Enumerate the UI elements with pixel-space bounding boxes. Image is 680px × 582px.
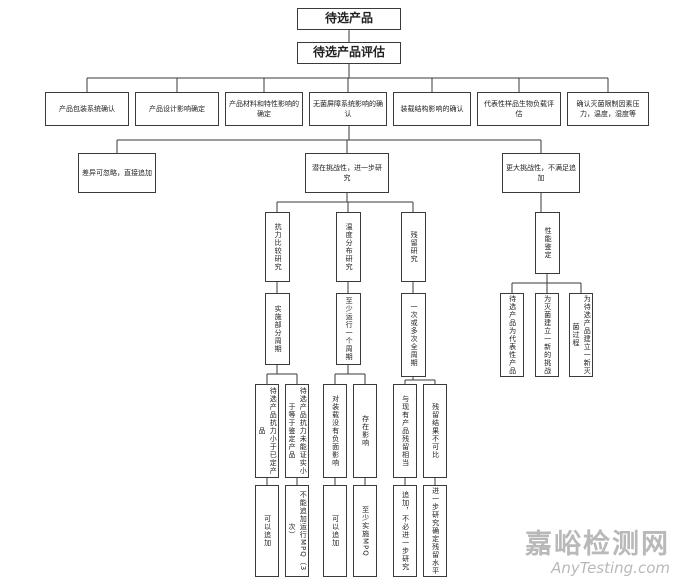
node-sterile-barrier: 无菌屏障系统影响的确认	[309, 92, 387, 126]
node-material-impact: 产品材料和特性影响的确定	[225, 92, 303, 126]
node-residue-equivalent: 与现有产品残留相当	[393, 384, 417, 478]
watermark-cn: 嘉峪检测网	[525, 529, 670, 561]
node-negligible: 差异可忽略，直接追加	[78, 153, 156, 193]
node-add-no-study: 追加，不必进一步研究	[393, 485, 417, 577]
node-representative-product: 待选产品为代表性产品	[500, 293, 524, 377]
node-no-negative-impact: 对装载没有负面影响	[323, 384, 347, 478]
node-sterilization-limits: 确认灭菌限制因素压力，温度，湿度等	[567, 92, 649, 126]
node-performance-qualification: 性能鉴定	[535, 212, 560, 274]
node-bioburden: 代表性样品生物负载评估	[477, 92, 561, 126]
node-run-one-cycle: 至少运行一个周期	[336, 293, 361, 365]
node-resistance-unproven: 待选产品抗力未能证实小于等于鉴定产品	[285, 384, 309, 478]
node-residue-study: 残留研究	[401, 212, 426, 282]
watermark-en: AnyTesting.com	[551, 558, 670, 577]
node-greater-challenge: 更大挑战性，不满足追加	[502, 153, 580, 193]
node-potential-challenge: 潜在挑战性，进一步研究	[305, 153, 389, 193]
node-residue-incomparable: 残留结果不可比	[423, 384, 447, 478]
node-impact-exists: 存在影响	[353, 384, 377, 478]
node-candidate-evaluation: 待选产品评估	[297, 42, 401, 64]
node-partial-cycle: 实施部分周期	[265, 293, 290, 365]
node-packaging-confirm: 产品包装系统确认	[45, 92, 129, 126]
node-load-structure: 装载结构影响的确认	[393, 92, 471, 126]
watermark: 嘉峪检测网 AnyTesting.com	[525, 529, 670, 577]
node-can-add-2: 可以追加	[323, 485, 347, 577]
node-resistance-study: 抗力比较研究	[265, 212, 290, 282]
node-resistance-lower: 待选产品抗力小于已定产品	[255, 384, 279, 478]
node-cannot-add-mpq: 不能追加运行MPQ（3次）	[285, 485, 309, 577]
node-at-least-mpq: 至少实施MPQ	[353, 485, 377, 577]
node-candidate-product: 待选产品	[297, 8, 401, 30]
node-design-impact: 产品设计影响确定	[135, 92, 219, 126]
node-new-process: 为待选产品建立一新灭菌过程	[569, 293, 593, 377]
node-full-cycles: 一次或多次全周期	[401, 293, 426, 377]
node-determine-residue: 进一步研究确定残留水平	[423, 485, 447, 577]
node-can-add-1: 可以追加	[255, 485, 279, 577]
node-new-challenge: 为灭菌建立一新的挑战	[535, 293, 559, 377]
node-temperature-study: 温度分布研究	[336, 212, 361, 282]
